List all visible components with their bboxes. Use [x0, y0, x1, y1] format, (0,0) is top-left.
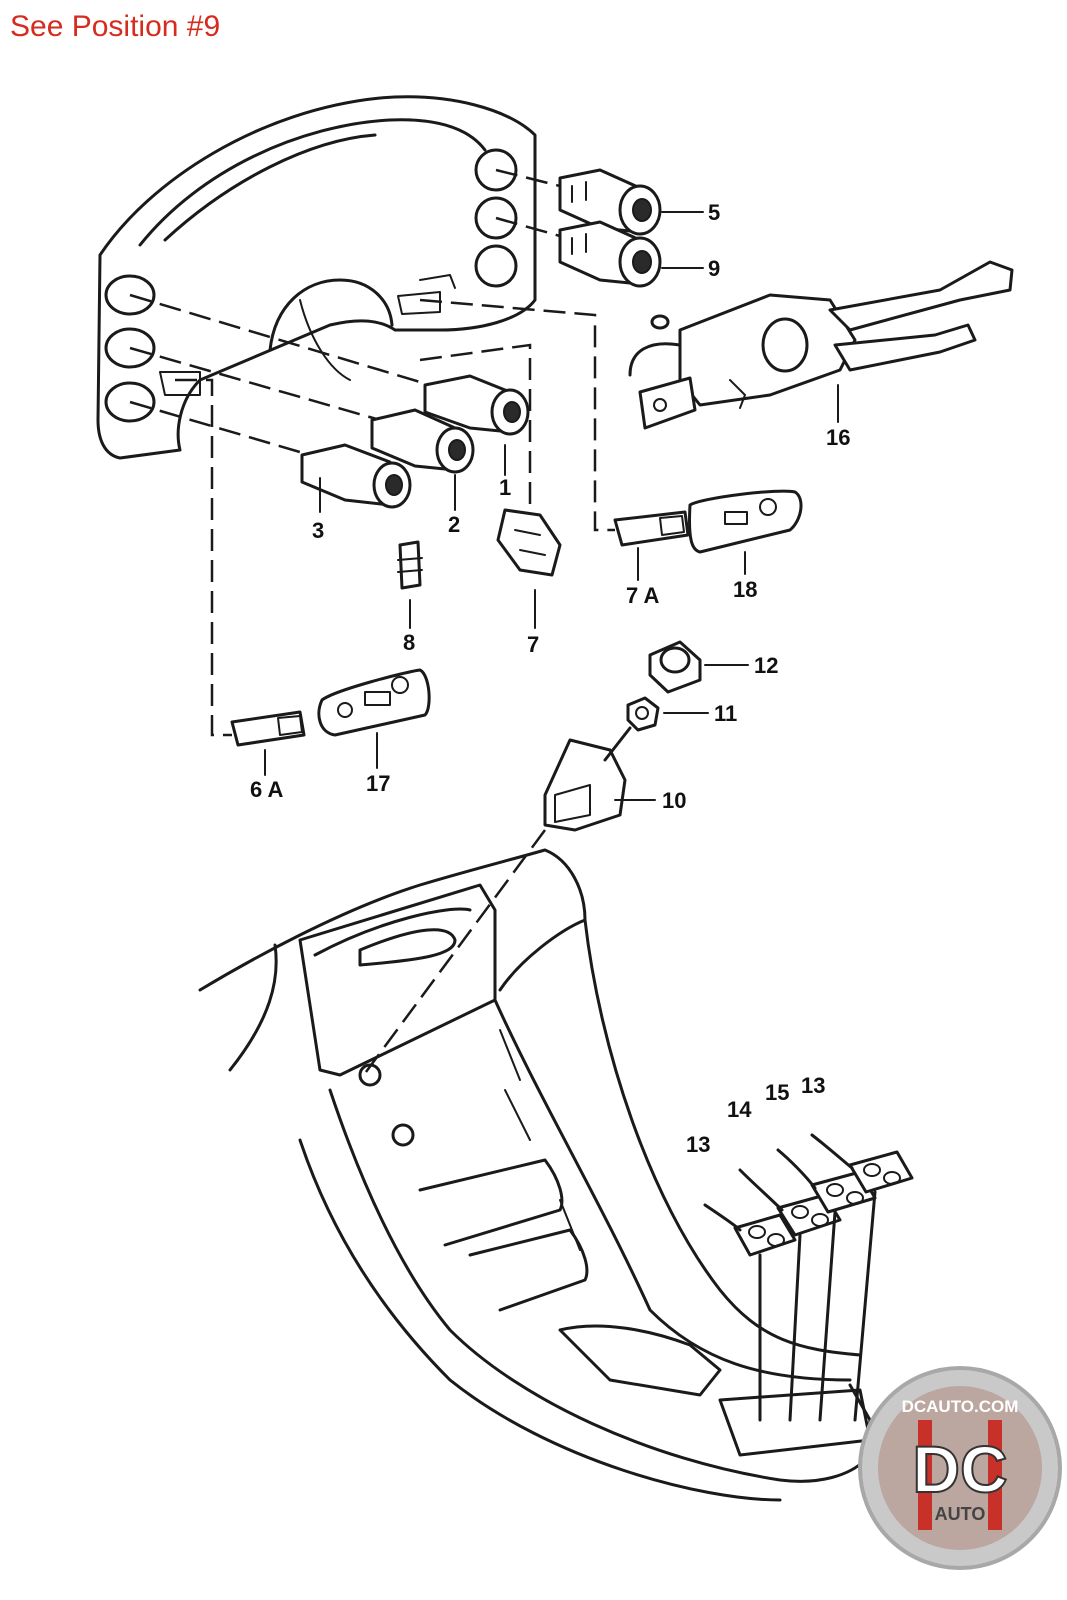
diagram-header-note: See Position #9	[10, 10, 221, 43]
center-console	[198, 848, 872, 1502]
rotary-switch-part-10	[543, 726, 632, 832]
callout-labels: 5 9 16 1 2 3 8 7 7 A 18 12 11 10 6 A 17 …	[250, 200, 850, 1157]
dcauto-logo: DCAUTO.COM DC AUTO	[858, 1366, 1062, 1570]
switch-part-3	[300, 443, 412, 509]
callout-label-17: 17	[366, 771, 390, 796]
switch-panel-part-18	[688, 489, 803, 554]
switch-part-5	[558, 168, 662, 236]
dashed-leaders	[129, 168, 615, 1081]
callout-label-9: 9	[708, 256, 720, 281]
connector-part-6a	[230, 710, 306, 747]
switch-part-1	[423, 374, 530, 436]
nut-part-11	[626, 696, 660, 732]
callout-leaders	[264, 211, 839, 801]
connector-part-7a	[613, 510, 690, 547]
knob-part-12	[648, 640, 702, 694]
bulb-holder-part-8	[397, 540, 423, 590]
callout-label-2: 2	[448, 512, 460, 537]
switch-part-2	[370, 408, 475, 474]
callout-label-18: 18	[733, 577, 757, 602]
callout-label-12: 12	[754, 653, 778, 678]
callout-label-6a: 6 A	[250, 777, 284, 802]
callout-label-10: 10	[662, 788, 686, 813]
logo-letters: DC	[912, 1432, 1007, 1506]
switch-panel-part-17	[317, 668, 431, 737]
window-switch-part-13-left	[703, 1203, 797, 1422]
callout-label-7a: 7 A	[626, 583, 660, 608]
bracket-part-7	[496, 508, 562, 577]
window-switch-part-13-right	[810, 1133, 914, 1422]
callout-label-13-left: 13	[686, 1132, 710, 1157]
callout-label-3: 3	[312, 518, 324, 543]
callout-label-7: 7	[527, 632, 539, 657]
callout-label-5: 5	[708, 200, 720, 225]
dashboard-panel	[96, 95, 537, 460]
switch-part-9	[558, 220, 662, 288]
steering-column-switch-16	[628, 260, 1014, 430]
callout-label-14: 14	[727, 1097, 752, 1122]
callout-label-13-right: 13	[801, 1073, 825, 1098]
logo-domain-text: DCAUTO.COM	[902, 1397, 1019, 1416]
logo-word: AUTO	[935, 1504, 986, 1524]
callout-label-15: 15	[765, 1080, 789, 1105]
callout-label-8: 8	[403, 630, 415, 655]
window-switch-part-15	[776, 1148, 877, 1422]
callout-label-16: 16	[826, 425, 850, 450]
callout-label-11: 11	[714, 701, 737, 726]
callout-label-1: 1	[499, 475, 511, 500]
